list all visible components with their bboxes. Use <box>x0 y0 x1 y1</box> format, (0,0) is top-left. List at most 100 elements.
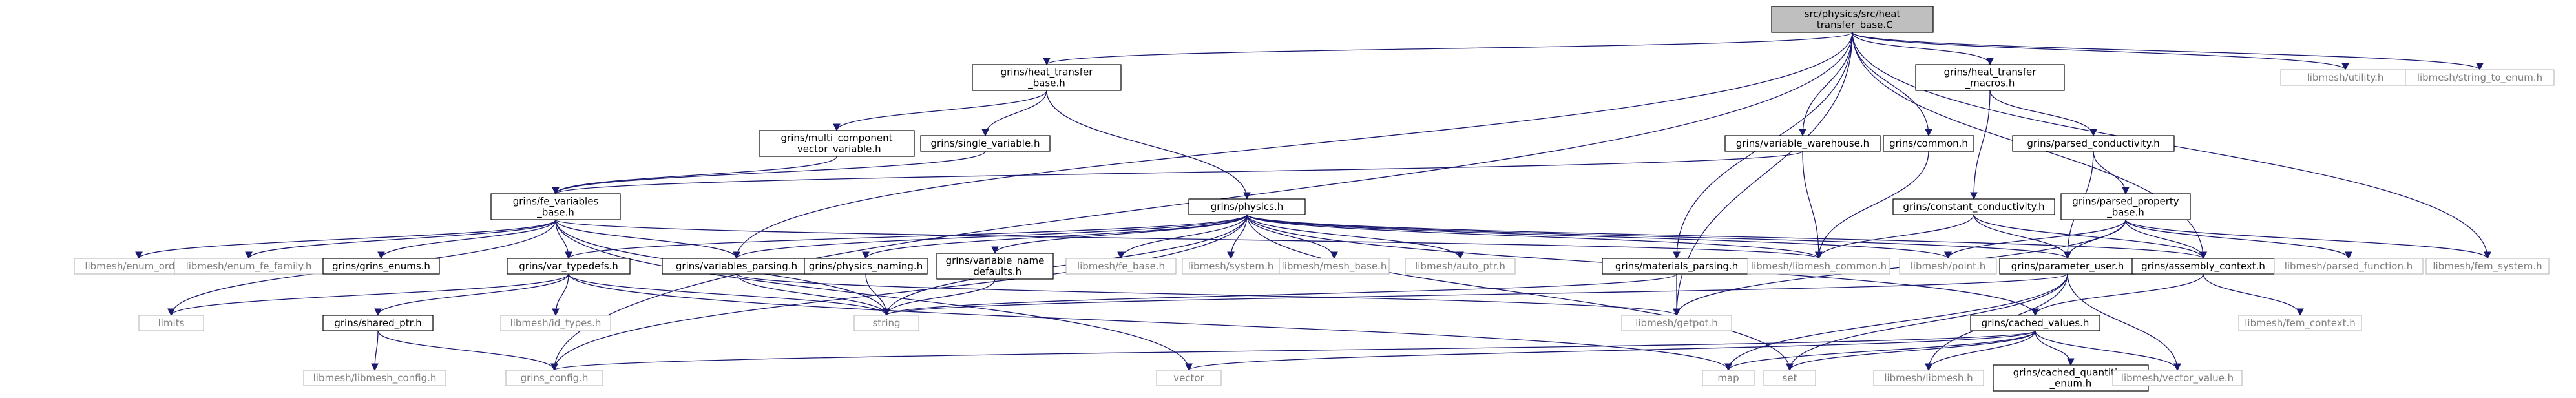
node-box <box>1702 370 1755 386</box>
node-mesh-base[interactable]: libmesh/mesh_base.h <box>1279 258 1390 275</box>
node-label: string <box>872 317 900 329</box>
node-common[interactable]: grins/common.h <box>1883 135 1974 152</box>
edge-fe-variables-base-to-vector <box>555 219 1193 372</box>
node-label: libmesh/point.h <box>1911 260 1986 272</box>
edge-heat-transfer-base-to-single-variable <box>981 90 1047 137</box>
node-libmesh-config[interactable]: libmesh/libmesh_config.h <box>303 370 446 386</box>
node-string[interactable]: string <box>853 315 919 331</box>
edge-root-to-heat-transfer-macros <box>1852 32 1994 66</box>
edge-root-to-utility <box>1852 32 2349 71</box>
edge-fe-variables-base-to-variables-parsing <box>555 219 740 260</box>
edge-parameter-user-to-set <box>1786 273 2068 372</box>
node-cached-values[interactable]: grins/cached_values.h <box>1970 315 2100 331</box>
node-label: grins/heat_transfer <box>1944 67 2037 79</box>
node-label: grins/assembly_context.h <box>2141 260 2265 273</box>
node-label: libmesh/fe_base.h <box>1077 260 1165 273</box>
edge-var-typedefs-to-limits <box>167 273 569 317</box>
node-label: grins/grins_enums.h <box>332 260 430 273</box>
node-label: grins/physics.h <box>1211 201 1283 213</box>
edge-multi-component-to-fe-variables-base <box>552 156 837 195</box>
edge-parsed-conductivity-to-parsed-property-base <box>2093 151 2130 195</box>
node-label: libmesh/system.h <box>1188 260 1274 272</box>
node-heat-transfer-macros[interactable]: grins/heat_transfer_macros.h <box>1915 64 2065 91</box>
edge-heat-transfer-base-to-multi-component <box>833 90 1047 132</box>
node-box <box>1873 370 1984 386</box>
node-grins-enums[interactable]: grins/grins_enums.h <box>322 258 440 275</box>
edge-heat-transfer-macros-to-parsed-conductivity <box>1989 90 2097 137</box>
node-libmesh-common[interactable]: libmesh/libmesh_common.h <box>1747 258 1890 275</box>
node-limits[interactable]: limits <box>138 315 204 331</box>
node-label: libmesh/libmesh_common.h <box>1751 260 1887 273</box>
node-shared-ptr[interactable]: grins/shared_ptr.h <box>322 315 434 331</box>
edge-assembly-context-to-cached-values <box>2031 273 2204 317</box>
node-parameter-user[interactable]: grins/parameter_user.h <box>1999 258 2136 275</box>
node-fe-base[interactable]: libmesh/fe_base.h <box>1065 258 1177 275</box>
node-map[interactable]: map <box>1702 370 1755 386</box>
node-set[interactable]: set <box>1763 370 1816 386</box>
edge-parsed-property-base-to-fem-system <box>2125 219 2491 260</box>
node-enum-fe-family[interactable]: libmesh/enum_fe_family.h <box>174 258 324 275</box>
node-var-typedefs[interactable]: grins/var_typedefs.h <box>507 258 631 275</box>
node-id-types[interactable]: libmesh/id_types.h <box>500 315 611 331</box>
node-getpot[interactable]: libmesh/getpot.h <box>1621 315 1732 331</box>
node-label: grins/cached_values.h <box>1982 317 2089 330</box>
node-libmesh-h[interactable]: libmesh/libmesh.h <box>1873 370 1984 386</box>
node-label: libmesh/fem_context.h <box>2245 317 2356 330</box>
node-physics-naming[interactable]: grins/physics_naming.h <box>804 258 928 275</box>
node-box <box>1279 258 1390 275</box>
node-box <box>490 193 621 220</box>
node-label: libmesh/enum_fe_family.h <box>186 260 312 273</box>
node-auto-ptr[interactable]: libmesh/auto_ptr.h <box>1405 258 1516 275</box>
node-variables-parsing[interactable]: grins/variables_parsing.h <box>662 258 812 275</box>
node-parsed-conductivity[interactable]: grins/parsed_conductivity.h <box>2012 135 2175 152</box>
edge-variables-parsing-to-string <box>736 273 890 317</box>
node-box <box>1747 258 1890 275</box>
edge-physics-to-grins-config <box>550 214 1248 372</box>
node-parsed-function[interactable]: libmesh/parsed_function.h <box>2274 258 2424 275</box>
node-variable-name-defaults[interactable]: grins/variable_name_defaults.h <box>936 253 1054 280</box>
node-assembly-context[interactable]: grins/assembly_context.h <box>2131 258 2275 275</box>
node-label: _base.h <box>1027 78 1065 90</box>
node-label: libmesh/libmesh.h <box>1884 372 1973 384</box>
node-point[interactable]: libmesh/point.h <box>1899 258 1997 275</box>
node-vector[interactable]: vector <box>1156 370 1222 386</box>
node-string-to-enum[interactable]: libmesh/string_to_enum.h <box>2405 69 2555 86</box>
node-box <box>1724 135 1881 152</box>
node-label: map <box>1717 372 1739 384</box>
edge-var-typedefs-to-string <box>568 273 890 317</box>
node-label: _base.h <box>536 207 574 219</box>
node-grins-config[interactable]: grins_config.h <box>505 370 603 386</box>
node-heat-transfer-base[interactable]: grins/heat_transfer_base.h <box>972 64 1122 91</box>
node-utility[interactable]: libmesh/utility.h <box>2280 69 2411 86</box>
node-label: libmesh/fem_system.h <box>2433 260 2542 273</box>
node-fem-system[interactable]: libmesh/fem_system.h <box>2425 258 2550 275</box>
node-cached-quantities-enum[interactable]: grins/cached_quantities_enum.h <box>1993 364 2149 392</box>
node-box <box>2012 135 2175 152</box>
edge-physics-to-set <box>1246 214 1794 372</box>
node-fe-variables-base[interactable]: grins/fe_variables_base.h <box>490 193 621 220</box>
edge-var-typedefs-to-map <box>568 273 1732 372</box>
node-materials-parsing[interactable]: grins/materials_parsing.h <box>1602 258 1752 275</box>
node-parsed-property-base[interactable]: grins/parsed_property_base.h <box>2060 193 2191 220</box>
node-label: libmesh/enum_order.h <box>85 260 193 273</box>
node-box <box>1763 370 1816 386</box>
node-box <box>1156 370 1222 386</box>
node-constant-conductivity[interactable]: grins/constant_conductivity.h <box>1892 198 2055 215</box>
node-single-variable[interactable]: grins/single_variable.h <box>920 135 1051 152</box>
node-root[interactable]: src/physics/src/heat_transfer_base.C <box>1771 6 1934 33</box>
node-label: grins/variables_parsing.h <box>676 260 797 273</box>
edge-physics-to-libmesh-common <box>1246 214 1823 260</box>
node-variable-warehouse[interactable]: grins/variable_warehouse.h <box>1724 135 1881 152</box>
node-label: src/physics/src/heat <box>1805 8 1901 20</box>
node-label: grins/parsed_conductivity.h <box>2027 138 2159 150</box>
edge-cached-values-to-libmesh-h <box>1925 330 2036 372</box>
node-fem-context[interactable]: libmesh/fem_context.h <box>2238 315 2362 331</box>
node-physics[interactable]: grins/physics.h <box>1188 198 1306 215</box>
edge-fe-variables-base-to-grins-enums <box>377 219 556 260</box>
node-multi-component[interactable]: grins/multi_component_vector_variable.h <box>759 130 915 157</box>
node-system[interactable]: libmesh/system.h <box>1182 258 1280 275</box>
node-label: set <box>1783 372 1797 384</box>
edge-shared-ptr-to-libmesh-config <box>371 330 379 372</box>
node-label: grins/physics_naming.h <box>809 260 923 273</box>
node-vector-value[interactable]: libmesh/vector_value.h <box>2112 370 2243 386</box>
